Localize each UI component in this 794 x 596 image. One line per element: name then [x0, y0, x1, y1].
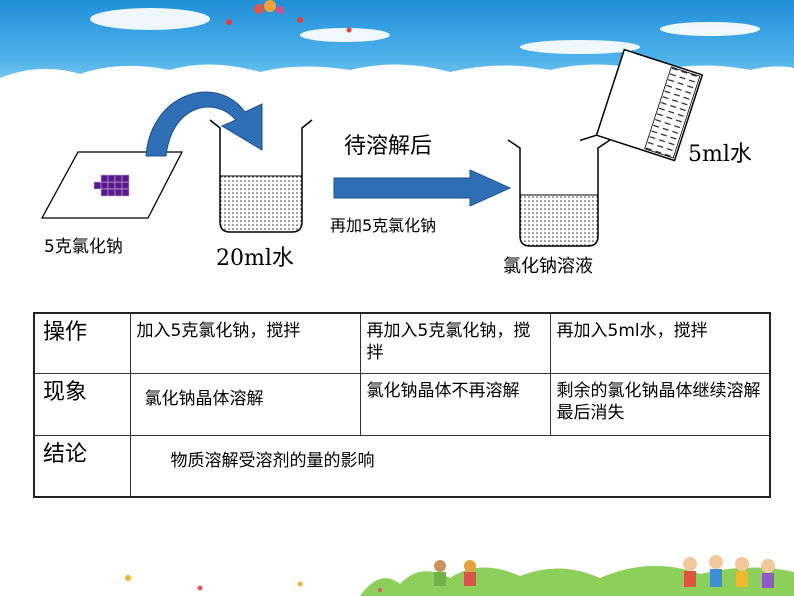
beaker-right: [507, 139, 611, 247]
table-cell: 加入5克氯化钠，搅拌: [129, 312, 361, 374]
cloud-decoration: [660, 22, 760, 36]
flower-icon: [125, 575, 382, 592]
cloud-decoration: [90, 8, 210, 30]
beaker-right-liquid: [520, 195, 598, 246]
balloon-icon: [226, 0, 352, 33]
row-header: 结论: [33, 434, 131, 498]
row-header: 操作: [33, 312, 131, 374]
beaker-left-liquid: [220, 176, 302, 232]
cloud-decoration: [520, 40, 640, 54]
children-icon: [434, 555, 775, 588]
table-cell: 再加入5克氯化钠，搅拌: [359, 312, 551, 374]
table-cell: 再加入5ml水，搅拌: [549, 312, 771, 374]
water-label-right: 5ml水: [688, 142, 752, 167]
experiment-diagram: [40, 0, 704, 247]
water-label-left: 20ml水: [216, 246, 294, 271]
process-arrow: [333, 169, 512, 207]
table-row: 结论 物质溶解受溶剂的量的影响: [33, 434, 771, 498]
table-cell: 剩余的氯化钠晶体继续溶解最后消失: [549, 372, 771, 436]
cloud-decoration: [300, 28, 390, 42]
table-cell: 物质溶解受溶剂的量的影响: [129, 434, 771, 498]
transfer-arrow: [145, 91, 263, 157]
beaker-left: [209, 119, 313, 233]
pouring-beaker: [579, 48, 704, 162]
salt-crystals: [93, 174, 130, 197]
table-row: 操作 加入5克氯化钠，搅拌 再加入5克氯化钠，搅拌 再加入5ml水，搅拌: [33, 312, 771, 374]
sample-label: 5克氯化钠: [44, 237, 123, 257]
step-top-label: 待溶解后: [344, 134, 433, 159]
step-bottom-label: 再加5克氯化钠: [330, 216, 437, 235]
experiment-table: 操作 加入5克氯化钠，搅拌 再加入5克氯化钠，搅拌 再加入5ml水，搅拌 现象 …: [33, 312, 771, 498]
row-header: 现象: [33, 372, 131, 436]
table-cell: 氯化钠晶体不再溶解: [359, 372, 551, 436]
footer-decoration: [125, 555, 794, 596]
result-label: 氯化钠溶液: [503, 256, 593, 277]
table-cell: 氯化钠晶体溶解: [129, 372, 361, 436]
table-row: 现象 氯化钠晶体溶解 氯化钠晶体不再溶解 剩余的氯化钠晶体继续溶解最后消失: [33, 372, 771, 436]
